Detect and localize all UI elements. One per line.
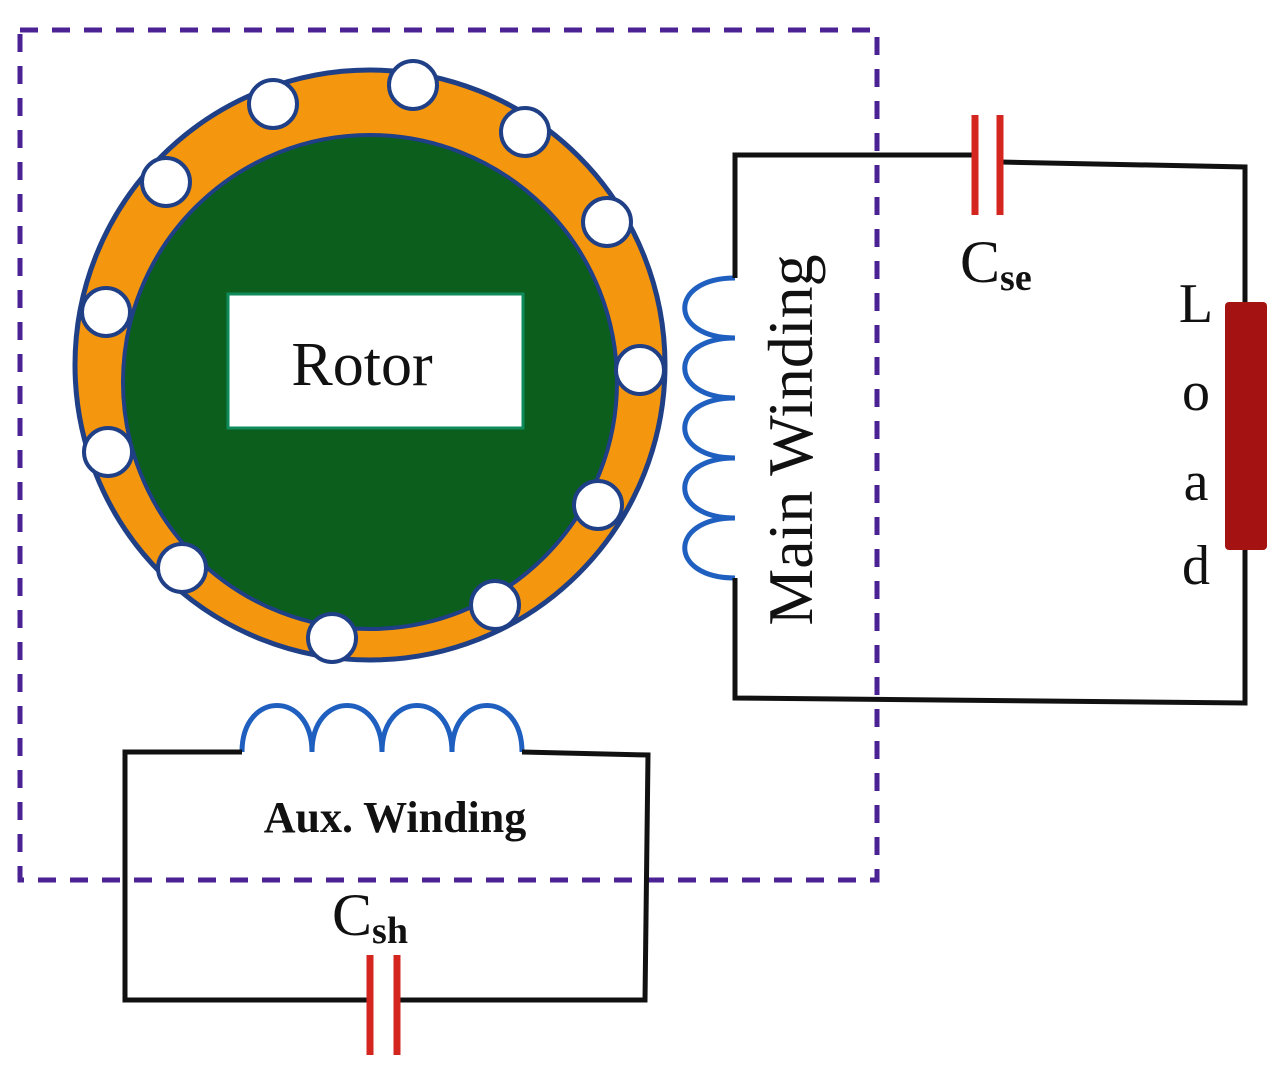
stator-slot bbox=[82, 426, 134, 478]
stator-slot bbox=[306, 612, 358, 664]
load-label-letter: a bbox=[1184, 451, 1209, 513]
rotor-label: Rotor bbox=[291, 331, 433, 399]
aux-winding-coil bbox=[239, 703, 525, 753]
aux-circuit-wire bbox=[122, 749, 651, 1003]
main-winding-label: Main Winding bbox=[755, 254, 826, 625]
load-resistor bbox=[1225, 302, 1267, 550]
load-label: L o a d bbox=[1179, 273, 1213, 597]
stator-slot bbox=[469, 579, 521, 631]
shunt-capacitor bbox=[366, 955, 401, 1055]
stator-slot bbox=[80, 286, 132, 338]
cse-label: Cse bbox=[960, 229, 1032, 299]
motor-boundary bbox=[17, 27, 880, 883]
stator-slot bbox=[387, 59, 439, 111]
load-label-letter: L bbox=[1179, 273, 1213, 335]
load-label-letter: o bbox=[1182, 361, 1210, 423]
csh-label: Csh bbox=[332, 882, 408, 952]
series-capacitor bbox=[971, 115, 1004, 215]
aux-winding-label: Aux. Winding bbox=[264, 793, 527, 842]
main-winding-coil bbox=[682, 275, 736, 581]
stator-slot bbox=[140, 156, 192, 208]
stator-slot bbox=[581, 196, 633, 248]
stator-slot bbox=[572, 479, 624, 531]
stator-slot bbox=[156, 542, 208, 594]
stator-slot bbox=[614, 344, 666, 396]
main-circuit-wire bbox=[732, 152, 1248, 706]
rotor-label-box bbox=[226, 292, 525, 430]
stator-slots bbox=[80, 59, 666, 664]
stator-slot bbox=[247, 78, 299, 130]
stator-slot bbox=[499, 106, 551, 158]
load-label-letter: d bbox=[1182, 535, 1210, 597]
